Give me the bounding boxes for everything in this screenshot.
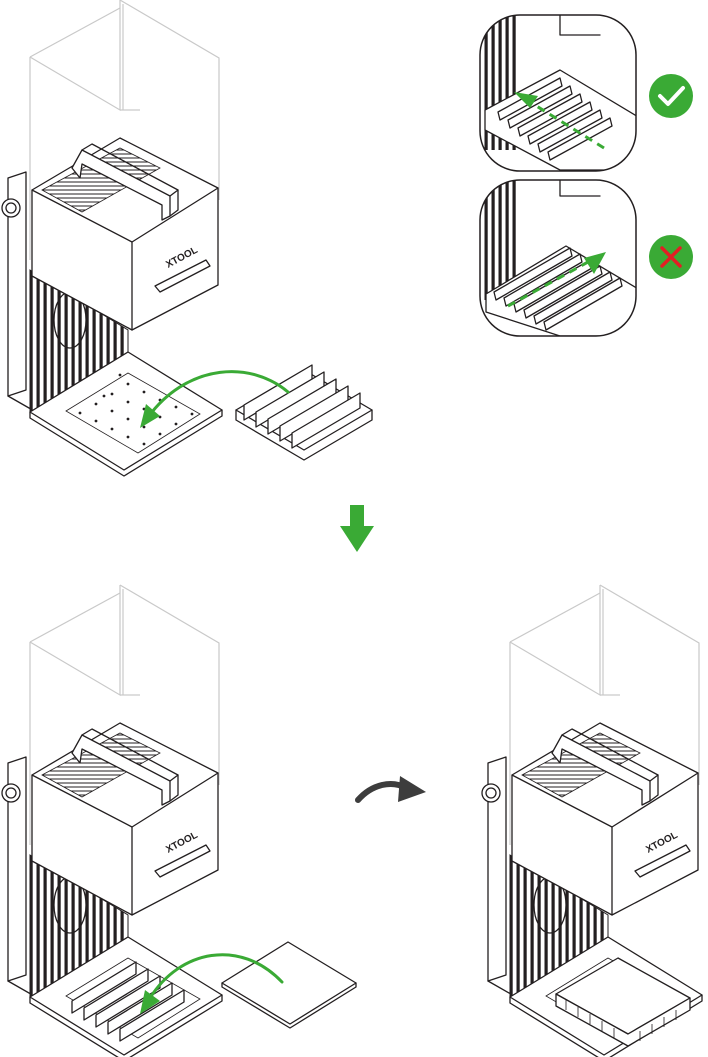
cross-icon <box>649 235 693 279</box>
callout-correct <box>479 14 637 172</box>
material-on-slats <box>555 957 691 1047</box>
material-sheet <box>221 941 357 1029</box>
curved-arrow-right-icon <box>355 776 426 803</box>
place-material-arrow <box>140 953 284 1014</box>
step3-machine: XTOOL <box>481 584 703 1057</box>
callout-wrong <box>479 179 637 337</box>
step2-machine: XTOOL <box>1 584 223 1057</box>
slat-insert <box>235 364 373 461</box>
honeycomb-dots <box>78 373 194 446</box>
arrow-down-icon <box>340 505 374 552</box>
step1-machine: XTOOL <box>1 0 223 477</box>
insert-arrow <box>140 370 290 428</box>
checkmark-icon <box>649 74 693 118</box>
installed-slats <box>71 961 185 1042</box>
